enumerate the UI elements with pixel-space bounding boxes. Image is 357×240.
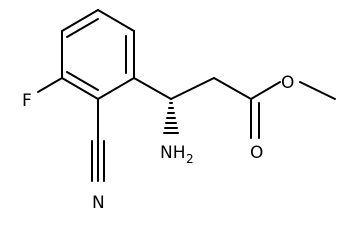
amine-label: NH 2 <box>160 143 194 166</box>
stereocenter-hashed-wedge <box>163 102 179 134</box>
ring-to-stereocenter-bond <box>133 77 172 100</box>
ring-bond-top-inner <box>66 18 99 38</box>
carbonyl-oxygen-label: O <box>250 143 263 163</box>
structure-diagram: F N NH 2 O O <box>22 9 336 213</box>
c-f-bond <box>37 77 63 93</box>
stereocenter-to-ch2-bond <box>170 77 215 100</box>
ring-bond-bottom-left <box>61 77 99 100</box>
ch2-to-carbonyl-bond <box>213 77 252 100</box>
fluorine-label: F <box>22 91 32 111</box>
svg-text:2: 2 <box>186 152 194 166</box>
carbonyl-to-ester-oxygen-bond <box>250 81 281 100</box>
svg-text:NH: NH <box>160 143 186 163</box>
ring-bond-bottom-right <box>97 77 135 100</box>
ring-bond-top <box>61 9 99 32</box>
ring-bond-bottom-left-inner <box>66 71 99 91</box>
nitrile-nitrogen-label: N <box>92 193 105 213</box>
ester-oxygen-label: O <box>281 73 294 93</box>
ester-oxygen-to-methyl-bond <box>299 81 336 100</box>
nitrile-triple-bond <box>91 140 105 182</box>
ring-bond-top-right <box>97 9 135 32</box>
benzene-ring <box>61 9 135 100</box>
carbonyl-double-bond <box>250 98 260 139</box>
